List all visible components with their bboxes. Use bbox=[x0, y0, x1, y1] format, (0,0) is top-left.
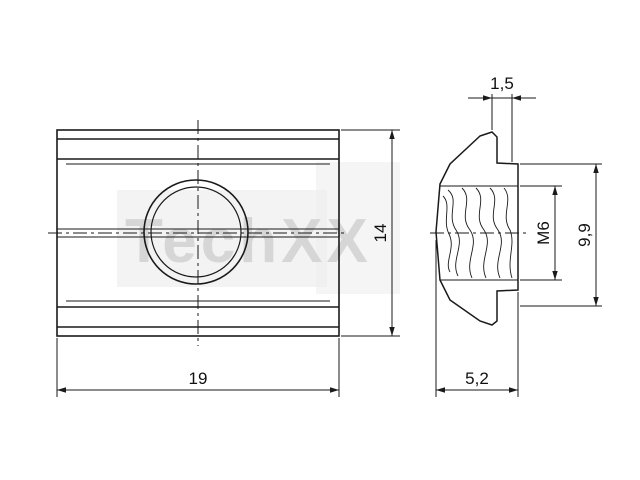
dimension-width-label: 19 bbox=[189, 369, 208, 388]
dimension-flange-label: 1,5 bbox=[490, 74, 514, 93]
dimension-side-height-label: 9,9 bbox=[575, 223, 594, 247]
dimension-thread-label: M6 bbox=[534, 221, 553, 245]
thread-hole-outer bbox=[143, 179, 249, 285]
thread-hole-inner bbox=[150, 186, 242, 278]
watermark: TechXX bbox=[117, 162, 400, 294]
dimension-side-width-label: 5,2 bbox=[465, 369, 489, 388]
front-dimensions bbox=[56, 129, 400, 397]
dimension-height-label: 14 bbox=[371, 224, 390, 243]
side-outline bbox=[435, 131, 519, 326]
watermark-text: TechXX bbox=[125, 207, 372, 276]
side-view bbox=[430, 131, 526, 326]
side-dimensions bbox=[435, 94, 602, 397]
front-view bbox=[48, 120, 348, 346]
thread-helix bbox=[442, 187, 513, 279]
